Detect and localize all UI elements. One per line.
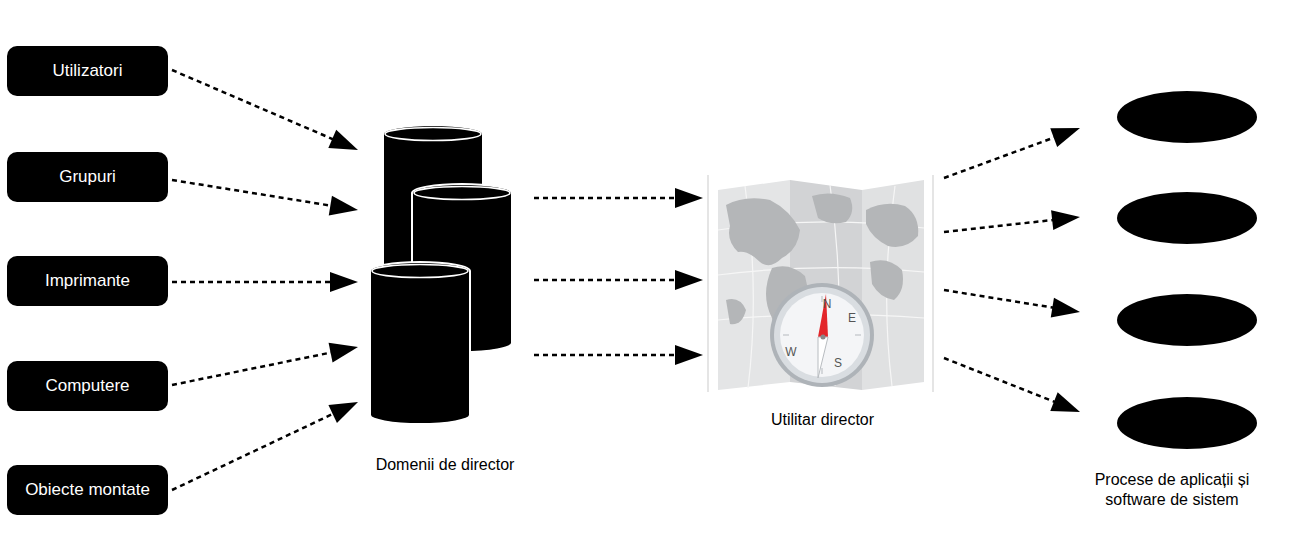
box-label: Obiecte montate [25, 480, 150, 500]
directory-utility: Utilitar director [705, 170, 940, 435]
caption-label: Utilitar director [705, 410, 940, 430]
pill-box: Utilizatori [7, 46, 168, 96]
dashed-line [534, 197, 677, 200]
arrow-head [329, 196, 358, 216]
box-label: Computere [45, 376, 129, 396]
arrow-head [1050, 392, 1080, 412]
box-label: Imprimante [45, 271, 130, 291]
cylinder-stack [360, 115, 530, 485]
dashed-line [172, 352, 333, 385]
arrow-head [1051, 298, 1080, 318]
dashed-line [944, 137, 1056, 178]
dashed-arrow [534, 345, 703, 365]
arrow-head [328, 402, 358, 423]
arrow-head [328, 130, 358, 150]
arrow-head [1050, 128, 1080, 147]
process-ovals [1082, 85, 1262, 525]
directory-domains: Domenii de director [360, 115, 530, 485]
compass-letter: E [848, 311, 856, 325]
compass-letter: N [823, 297, 832, 311]
dashed-line [944, 290, 1054, 308]
dashed-line [944, 220, 1054, 232]
dashed-line [534, 354, 677, 357]
dashed-arrow [172, 272, 358, 292]
dashed-line [944, 358, 1056, 402]
dashed-arrow [172, 343, 358, 385]
dashed-arrow [534, 270, 703, 290]
dashed-line [172, 281, 332, 284]
arrow-head [675, 270, 703, 290]
dashed-arrow [172, 402, 358, 490]
arrow-head [329, 343, 358, 363]
dashed-arrow [944, 358, 1080, 412]
dashed-arrow [534, 188, 703, 208]
box-label: Grupuri [59, 167, 116, 187]
arrow-head [675, 188, 703, 208]
dashed-line [172, 70, 334, 140]
compass-letter: S [834, 356, 842, 370]
compass-letter: W [785, 345, 796, 359]
pill-box: Imprimante [7, 256, 168, 306]
arrow-head [1051, 210, 1080, 230]
arrow-head [330, 272, 358, 292]
pill-box: Obiecte montate [7, 465, 168, 515]
dashed-arrow [172, 70, 358, 150]
pill-box: Computere [7, 361, 168, 411]
dashed-arrow [172, 180, 358, 215]
dashed-arrow [944, 128, 1080, 178]
dashed-arrow [944, 210, 1080, 232]
dashed-arrow [944, 290, 1080, 317]
dashed-line [534, 279, 677, 282]
dashed-line [172, 413, 334, 490]
process-group: Procese de aplicații și software de sist… [1082, 85, 1262, 525]
caption-label: Domenii de director [360, 455, 530, 475]
box-label: Utilizatori [53, 61, 123, 81]
arrow-head [675, 345, 703, 365]
dashed-line [172, 180, 332, 206]
pill-box: Grupuri [7, 152, 168, 202]
caption-label: Procese de aplicații și software de sist… [1082, 470, 1262, 510]
